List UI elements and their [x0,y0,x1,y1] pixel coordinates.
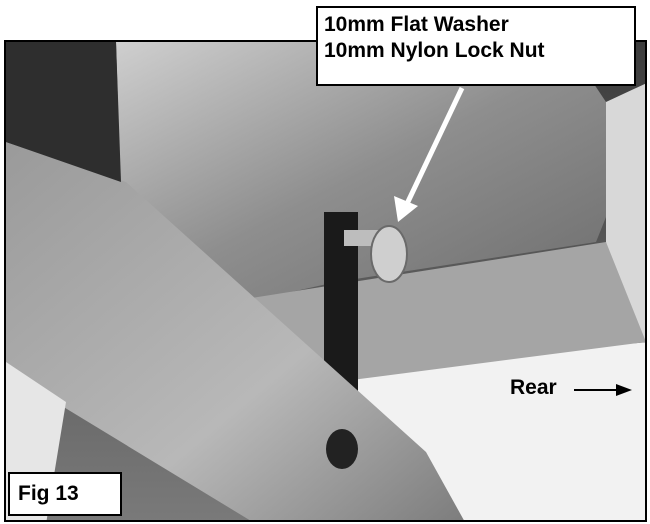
washer-nut [370,225,408,283]
callout-washer: 10mm Flat Washer [324,13,509,36]
photo-scene [6,42,645,520]
suspension-arm [6,142,464,520]
photo [4,40,647,522]
direction-label: Rear [510,376,557,399]
callout-nut: 10mm Nylon Lock Nut [324,39,545,62]
body-panel [116,42,616,302]
figure-label: Fig 13 [8,472,122,516]
arm-hole [326,429,358,469]
part-callout: 10mm Flat Washer 10mm Nylon Lock Nut [316,6,636,86]
arrow-right-icon [574,384,632,396]
